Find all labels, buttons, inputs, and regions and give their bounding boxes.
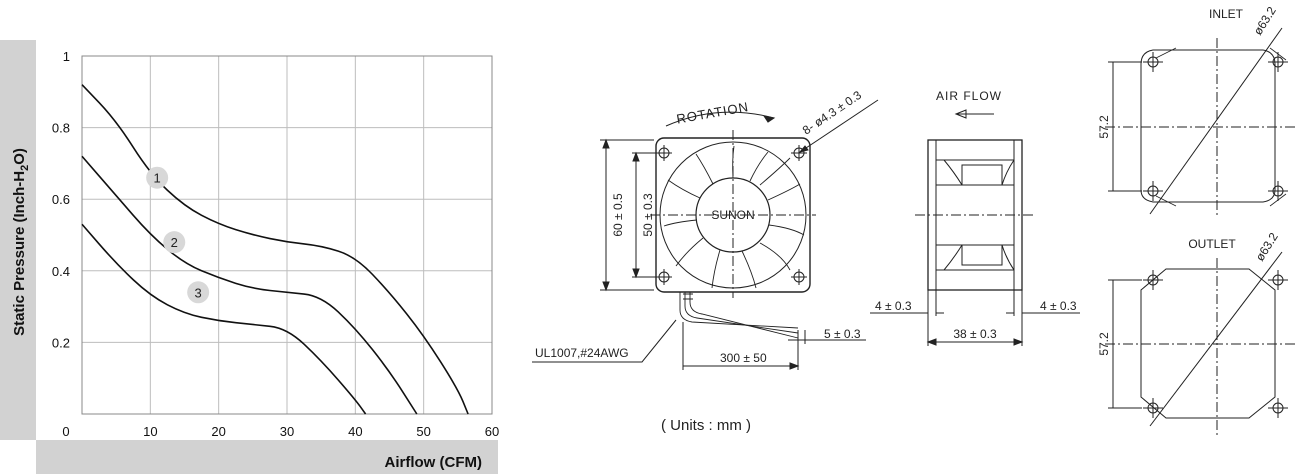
dim-50-line bbox=[632, 152, 660, 278]
x-label-band bbox=[36, 440, 498, 474]
outlet-dim: 57.2 bbox=[1097, 332, 1111, 356]
dim-4-right: 4 ± 0.3 bbox=[1040, 299, 1077, 313]
side-rotor bbox=[936, 159, 1015, 271]
brand-label: SUNON bbox=[711, 208, 754, 222]
fan-side-view: AIR FLOW 4 ± 0.3 4 ± 0.3 38 ± 0.3 bbox=[870, 89, 1080, 346]
fan-wires bbox=[679, 292, 799, 339]
inlet-diameter-line bbox=[1149, 27, 1283, 215]
chart-curves bbox=[81, 84, 469, 415]
units-note: ( Units : mm ) bbox=[661, 417, 751, 434]
airflow-label: AIR FLOW bbox=[936, 89, 1002, 103]
curve-3 bbox=[81, 223, 367, 415]
inlet-dim: 57.2 bbox=[1097, 115, 1111, 139]
curve-marker-label: 1 bbox=[154, 171, 161, 186]
y-tick-label: 0.2 bbox=[52, 335, 70, 350]
airflow-arrow bbox=[954, 109, 994, 119]
outlet-dim-line bbox=[1108, 279, 1142, 409]
inlet-diameter: ø63.2 bbox=[1251, 4, 1279, 38]
fan-front-view: ROTATION SUNO bbox=[532, 88, 879, 434]
inlet-label: INLET bbox=[1209, 7, 1244, 21]
mount-holes bbox=[656, 145, 807, 285]
y-label-band bbox=[0, 40, 36, 440]
outlet-diameter-line bbox=[1149, 251, 1283, 427]
curve-marker-2 bbox=[163, 231, 186, 254]
y-tick-label: 0.6 bbox=[52, 192, 70, 207]
curve-marker-1 bbox=[146, 166, 169, 189]
outlet-label: OUTLET bbox=[1188, 237, 1236, 251]
dim-60-line bbox=[600, 139, 654, 291]
dim-38: 38 ± 0.3 bbox=[953, 327, 997, 341]
dim-300: 300 ± 50 bbox=[720, 351, 767, 365]
rotation-arrowhead bbox=[762, 115, 776, 123]
inlet-holes bbox=[1143, 52, 1288, 201]
x-tick-label: 50 bbox=[416, 424, 430, 439]
curve-markers: 1 2 3 bbox=[146, 166, 210, 304]
y-tick-label: 0.4 bbox=[52, 264, 70, 279]
outlet-guard: OUTLET ø63.2 57.2 bbox=[1097, 230, 1295, 438]
x-tick-label: 60 bbox=[485, 424, 499, 439]
wire-leader bbox=[532, 319, 677, 363]
curve-2 bbox=[81, 155, 418, 415]
dim-50: 50 ± 0.3 bbox=[641, 193, 655, 237]
curve-marker-label: 2 bbox=[171, 235, 178, 250]
x-tick-label: 40 bbox=[348, 424, 362, 439]
x-tick-label: 20 bbox=[211, 424, 225, 439]
outlet-outline bbox=[1140, 268, 1276, 419]
inlet-guard: INLET ø63.2 57.2 bbox=[1097, 4, 1295, 218]
dim-4-left: 4 ± 0.3 bbox=[875, 299, 912, 313]
dim-60: 60 ± 0.5 bbox=[611, 193, 625, 237]
side-dim-extensions bbox=[927, 290, 1023, 346]
x-tick-label: 0 bbox=[62, 424, 69, 439]
performance-chart: Static Pressure (Inch-H2O) Airflow (CFM)… bbox=[0, 40, 499, 474]
inlet-outline bbox=[1140, 49, 1276, 203]
hole-spec: 8- ø4.3 ± 0.3 bbox=[800, 88, 864, 138]
inlet-centerlines bbox=[1105, 38, 1295, 218]
fan-blades bbox=[663, 145, 805, 289]
hole-leader bbox=[799, 99, 879, 153]
x-tick-label: 10 bbox=[143, 424, 157, 439]
outlet-centerlines bbox=[1105, 258, 1295, 438]
dim-300-line bbox=[682, 322, 799, 370]
y-axis-label: Static Pressure (Inch-H2O) bbox=[11, 148, 31, 336]
curve-marker-label: 3 bbox=[195, 285, 202, 300]
plot-frame bbox=[81, 55, 493, 415]
rotation-label: ROTATION bbox=[675, 99, 750, 126]
rotation-arc bbox=[665, 111, 775, 127]
wire-spec: UL1007,#24AWG bbox=[535, 346, 629, 360]
chart-grid bbox=[81, 55, 493, 415]
front-centerlines bbox=[650, 130, 816, 298]
curve-marker-3 bbox=[187, 281, 210, 304]
chart-ticks: 0 10 20 30 40 50 60 0.2 0.4 0.6 0.8 1 bbox=[52, 49, 499, 439]
dim-5: 5 ± 0.3 bbox=[824, 327, 861, 341]
dim-5-line bbox=[788, 330, 866, 344]
inlet-dim-line bbox=[1108, 61, 1142, 192]
curve-1 bbox=[81, 84, 469, 415]
y-tick-label: 1 bbox=[63, 49, 70, 64]
x-tick-label: 30 bbox=[280, 424, 294, 439]
x-axis-label: Airflow (CFM) bbox=[385, 454, 482, 471]
outlet-holes bbox=[1143, 270, 1288, 418]
y-tick-label: 0.8 bbox=[52, 121, 70, 136]
